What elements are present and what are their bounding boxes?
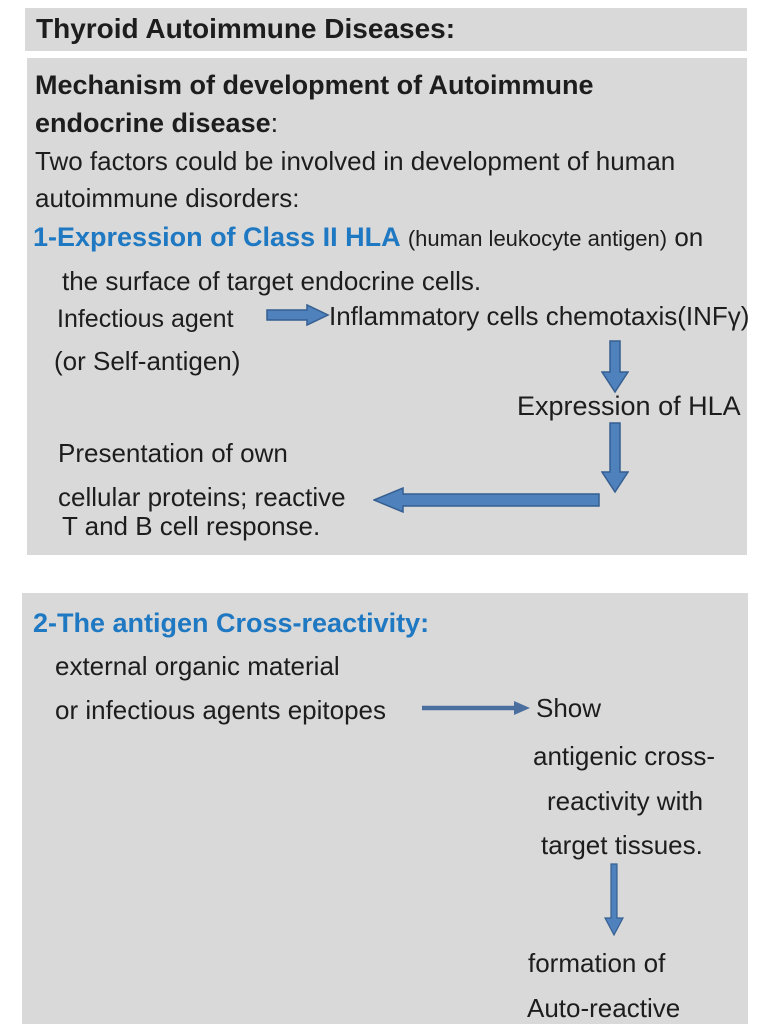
right-block-arrow-icon [266,303,330,327]
formation-line-2: Auto-reactive [527,993,681,1023]
title-banner [25,8,747,51]
presentation-line-2: cellular proteins; reactive [58,482,346,512]
left-block-arrow-icon [373,487,600,513]
infectious-epitopes-line: or infectious agents epitopes [55,695,386,725]
presentation-line-3: T and B cell response. [62,511,321,541]
point1-line: 1-Expression of Class II HLA (human leuk… [33,222,703,254]
self-antigen-label: (or Self-antigen) [54,346,241,376]
down-block-arrow-icon [601,422,629,494]
point1-blue-text: 1-Expression of Class II HLA [33,222,401,252]
cross-reactivity-line-1: antigenic cross- [533,741,716,771]
thin-right-arrow-icon [422,701,530,715]
intro-line-2: autoimmune disorders: [35,183,300,213]
section1-heading-colon: : [270,108,279,138]
down-block-arrow-icon [601,340,629,394]
inflammatory-cells-label: Inflammatory cells chemotaxis(INFγ) [329,301,750,331]
presentation-line-1: Presentation of own [58,438,288,468]
infectious-agent-label: Infectious agent [57,305,234,333]
thin-down-arrow-icon [604,863,624,937]
external-material-line: external organic material [55,651,340,681]
intro-line-1: Two factors could be involved in develop… [35,146,676,176]
page-title: Thyroid Autoimmune Diseases: [36,13,456,44]
point1-paren-text: (human leukocyte antigen) [407,226,668,251]
formation-line-1: formation of [528,948,666,978]
cross-reactivity-line-2: reactivity with [547,786,704,816]
section1-heading: Mechanism of development of Autoimmune e… [35,66,725,142]
surface-line: the surface of target endocrine cells. [62,266,482,296]
section2-panel [22,593,748,1024]
show-label: Show [536,693,602,723]
point1-tail-text: on [674,222,704,252]
cross-reactivity-line-3: target tissues. [541,830,703,860]
section1-heading-text: Mechanism of development of Autoimmune e… [35,70,594,138]
expression-hla-label: Expression of HLA [517,391,741,421]
section2-heading: 2-The antigen Cross-reactivity: [33,608,430,638]
